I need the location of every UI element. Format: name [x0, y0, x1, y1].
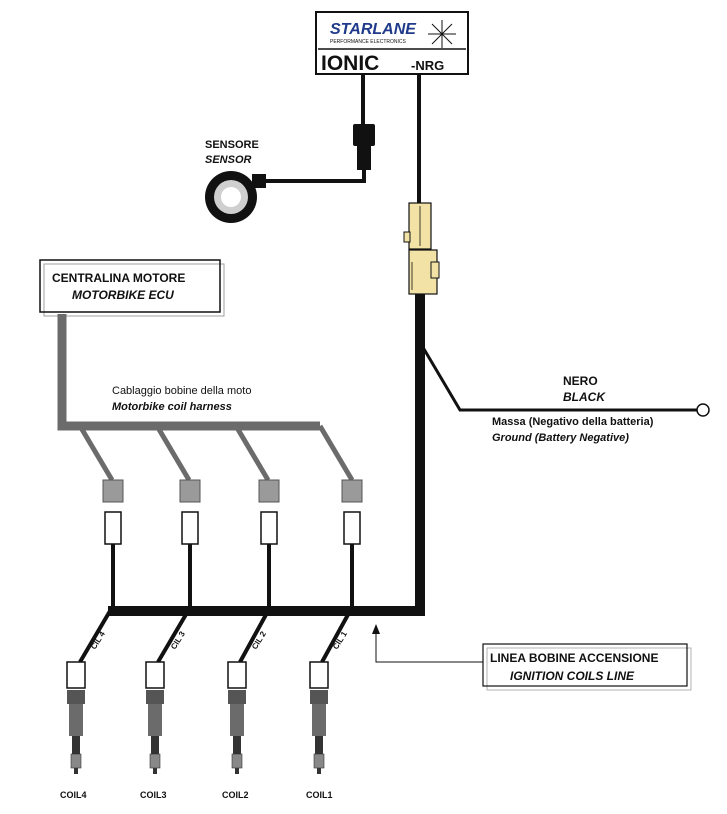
coil-harness — [57, 314, 355, 482]
coil-line-label-en: IGNITION COILS LINE — [510, 669, 635, 683]
coil-trunk — [108, 294, 425, 616]
coil-line-label: LINEA BOBINE ACCENSIONE — [490, 651, 658, 665]
ground-label-en: Ground (Battery Negative) — [492, 432, 629, 444]
brand-tagline: PERFORMANCE ELECTRONICS — [330, 39, 407, 45]
main-connector — [403, 202, 440, 295]
coil-wire-label-2: CIL 2 — [250, 629, 268, 651]
ecu-label: CENTRALINA MOTORE — [52, 271, 185, 285]
coil-wire-label-1: CIL 1 — [331, 629, 349, 651]
ground-label: Massa (Negativo della batteria) — [492, 416, 654, 428]
starlane-logo: STARLANE — [330, 21, 417, 38]
harness-plugs — [102, 479, 363, 607]
sensor-label-en: SENSOR — [205, 154, 252, 166]
coil-plug-label-4: COIL4 — [60, 790, 87, 800]
ecu-box: CENTRALINA MOTORE MOTORBIKE ECU — [39, 259, 225, 317]
arrow-up-icon — [372, 624, 380, 634]
coil-branches — [78, 609, 352, 664]
harness-label: Cablaggio bobine della moto — [112, 385, 251, 397]
coil-wire-label-4: CIL 4 — [89, 629, 107, 651]
star-icon — [428, 20, 456, 48]
ground-color-label-en: BLACK — [563, 390, 606, 404]
product-name: IONIC — [321, 52, 379, 75]
coil-line-callout: LINEA BOBINE ACCENSIONE IGNITION COILS L… — [372, 624, 692, 691]
coil-plug-label-1: COIL1 — [306, 790, 333, 800]
coil-plug-label-3: COIL3 — [140, 790, 167, 800]
ground-wire — [419, 343, 710, 417]
sensor-label: SENSORE — [205, 139, 259, 151]
coil-plug-3 — [145, 661, 165, 774]
ionic-module: STARLANE PERFORMANCE ELECTRONICS IONIC -… — [315, 11, 469, 75]
coil-wire-label-3: CIL 3 — [169, 629, 187, 651]
coil-plug-label-2: COIL2 — [222, 790, 249, 800]
coil-plug-2 — [227, 661, 247, 774]
sensor-pickup — [205, 171, 266, 223]
ecu-label-en: MOTORBIKE ECU — [72, 288, 174, 302]
sensor-cable — [260, 74, 375, 183]
ground-terminal-icon — [696, 403, 710, 417]
coil-plug-1 — [309, 661, 329, 774]
product-suffix: -NRG — [411, 58, 444, 73]
harness-label-en: Motorbike coil harness — [112, 401, 232, 413]
ground-color-label: NERO — [563, 374, 598, 388]
coil-plug-4 — [66, 661, 86, 774]
